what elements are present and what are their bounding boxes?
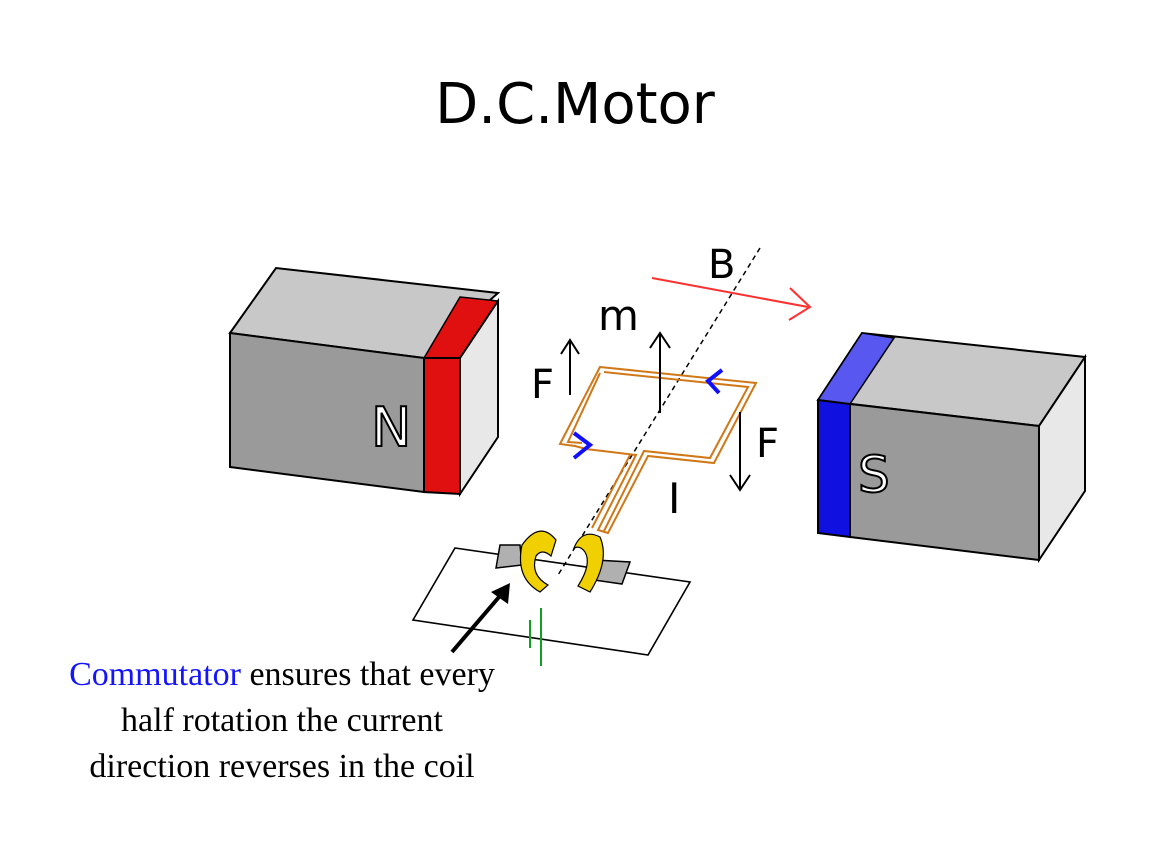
caption-line-3: direction reverses in the coil [89, 748, 475, 785]
force-arrow-right [729, 412, 751, 492]
south-magnet: S [816, 331, 1087, 564]
battery-icon [529, 608, 542, 666]
caption-keyword: Commutator [69, 656, 241, 693]
north-pole-label: N [371, 396, 411, 459]
force-arrow-left [560, 338, 580, 395]
caption-line-1-rest: ensures that every [240, 656, 495, 693]
current-arrow-left [572, 431, 594, 460]
magnetic-field-arrow [651, 277, 812, 321]
coil [558, 365, 758, 535]
force-left-label: F [531, 362, 554, 408]
current-arrow-top [705, 368, 724, 395]
caption-line-2: half rotation the current [121, 702, 443, 739]
south-pole-label: S [858, 446, 890, 504]
commutator-pointer-arrow [450, 583, 510, 654]
magnetic-field-label: B [708, 242, 735, 288]
north-magnet: N [228, 266, 501, 498]
magnetic-moment-label: m [598, 291, 639, 340]
circuit-board [411, 544, 692, 656]
commutator [519, 530, 604, 593]
commutator-caption: Commutator ensures that every half rotat… [22, 652, 542, 790]
magnetic-moment-arrow [649, 331, 671, 413]
force-right-label: F [756, 421, 779, 467]
current-label: I [668, 474, 680, 523]
slide-title: D.C.Motor [435, 72, 715, 137]
caption-line-1: Commutator ensures that every [22, 652, 542, 698]
